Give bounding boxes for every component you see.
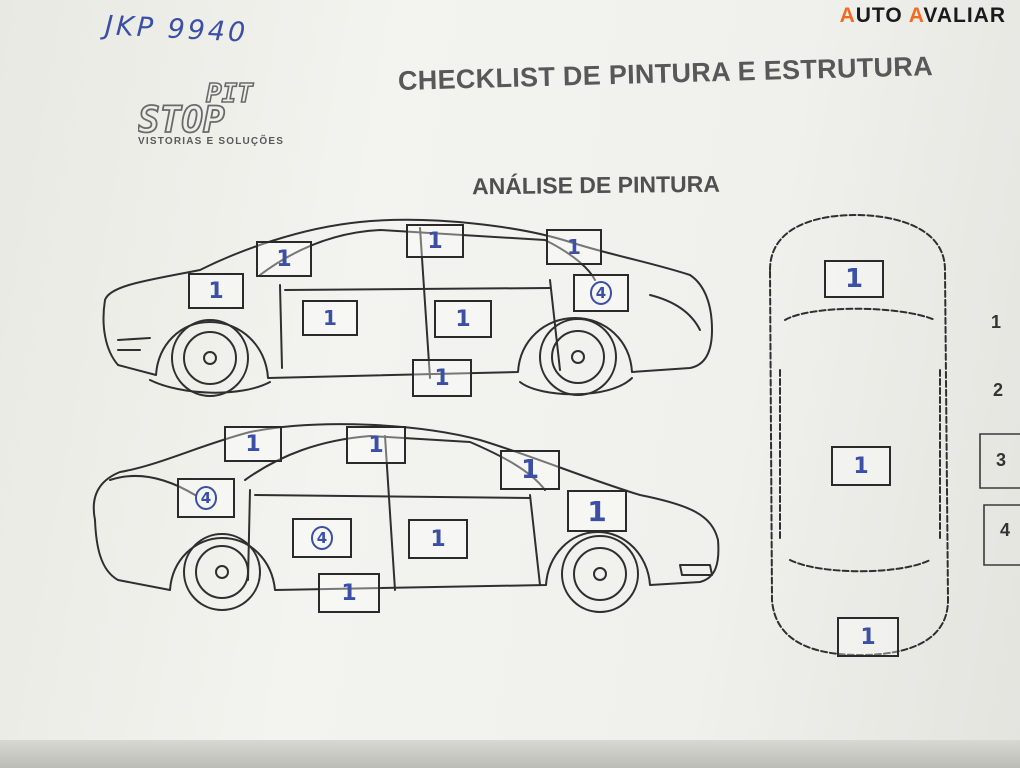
car-top-view-drawing (769, 214, 949, 656)
mark-box-rear-door-left: 4 (292, 518, 352, 558)
mark-box-rear-roof: 1 (256, 241, 312, 277)
watermark-brand: AUTO AVALIAR (839, 4, 1006, 27)
mark-box-front-roof: 1 (546, 229, 602, 265)
mark-box-front-fender-left: 1 (567, 490, 627, 532)
car-side-left-drawing (92, 423, 720, 613)
mark-box-rear-fender-left: 4 (177, 478, 235, 518)
car-side-right-drawing (102, 218, 713, 397)
mark-box-front-roof-left: 1 (500, 450, 560, 490)
mark-box-front-fender: 4 (573, 274, 629, 312)
mark-box-rocker-panel: 1 (412, 359, 472, 397)
mark-box-rocker-panel-left: 1 (318, 573, 380, 613)
mark-box-rear-door: 1 (302, 300, 358, 336)
mark-box-front-door: 1 (434, 300, 492, 338)
paper-bottom-edge (0, 740, 1020, 768)
legend-number-2: 2 (993, 380, 1004, 400)
mark-box-rear-roof-left: 1 (224, 426, 282, 462)
legend-number-4: 4 (1000, 520, 1011, 540)
mark-box-roof-top: 1 (831, 446, 891, 486)
mark-box-roof: 1 (406, 224, 464, 258)
legend-number-1: 1 (991, 312, 1002, 332)
mark-box-hood: 1 (824, 260, 884, 298)
mark-box-trunk: 1 (837, 617, 899, 657)
svg-text:PIT: PIT (206, 79, 254, 109)
legend-number-3: 3 (996, 450, 1007, 470)
svg-text:STOP: STOP (138, 100, 225, 141)
pit-stop-logo: PIT STOP (138, 78, 255, 142)
mark-box-rear-fender: 1 (188, 273, 244, 309)
mark-box-front-door-left: 1 (408, 519, 468, 559)
mark-box-roof-left: 1 (346, 426, 406, 464)
logo-caption: VISTORIAS E SOLUÇÕES (138, 136, 285, 147)
legend-boxes (979, 433, 1020, 566)
